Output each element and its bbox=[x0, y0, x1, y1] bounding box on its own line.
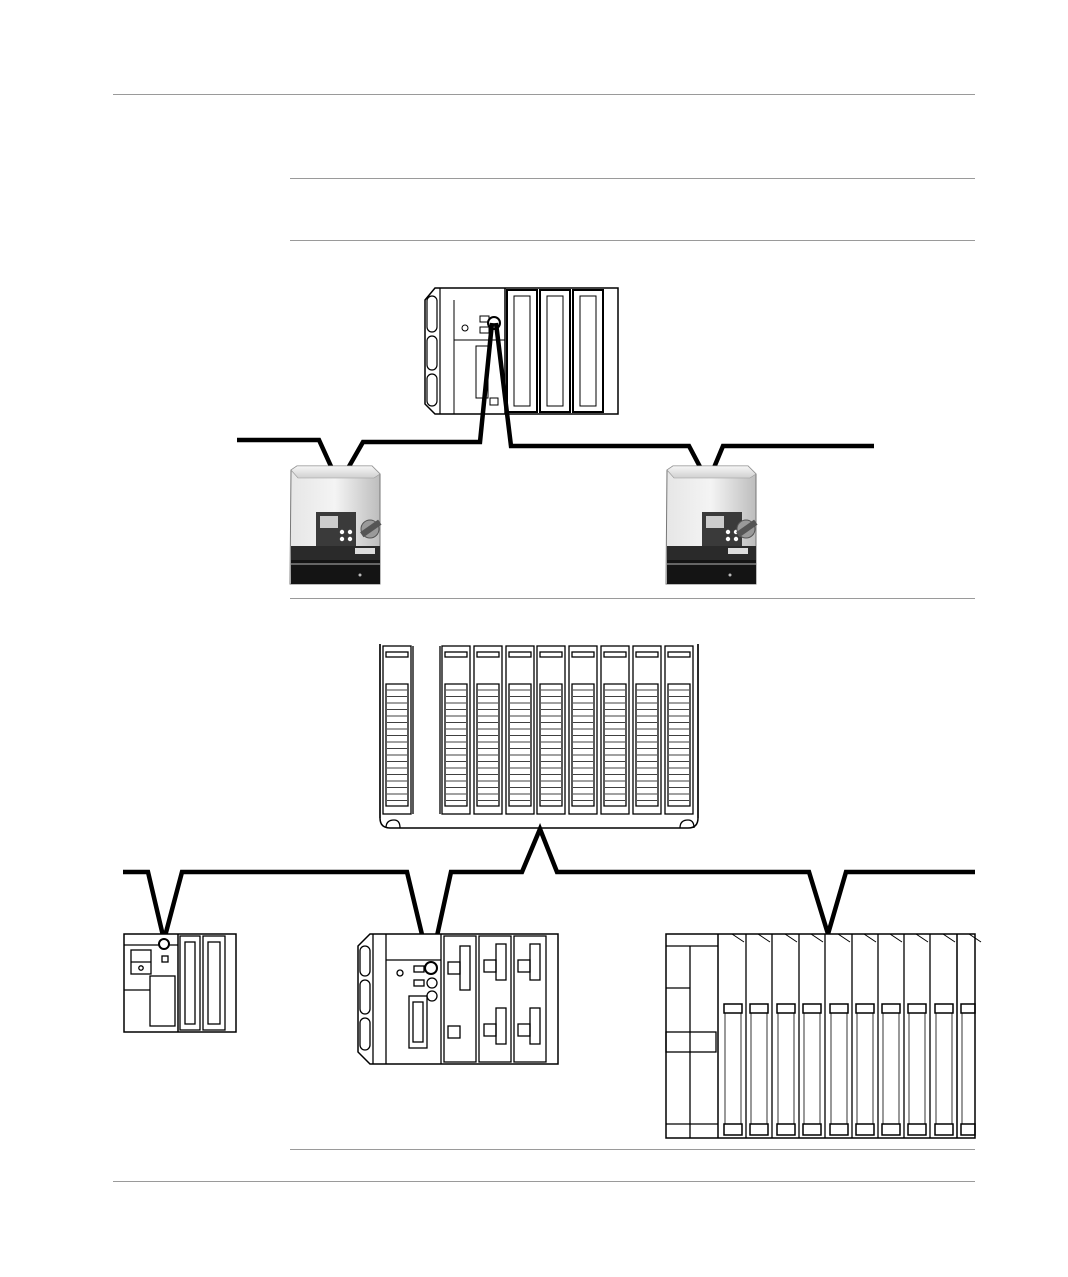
bus-cable-right bbox=[493, 322, 874, 488]
io-module-slot bbox=[441, 645, 471, 815]
io-module-slot bbox=[600, 645, 630, 815]
bus-cable-main bbox=[123, 823, 975, 969]
io-rack-top bbox=[379, 644, 699, 829]
figure-2 bbox=[123, 644, 982, 1139]
figure-1 bbox=[237, 287, 874, 585]
variable-speed-drive-left bbox=[289, 465, 382, 585]
io-module-slot bbox=[536, 645, 566, 815]
io-module-slot bbox=[664, 645, 694, 815]
io-module-slot bbox=[382, 645, 412, 815]
io-module-slot bbox=[568, 645, 598, 815]
io-rack-wide bbox=[665, 933, 982, 1139]
plc-rack-top bbox=[424, 287, 619, 415]
io-module-slot bbox=[505, 645, 535, 815]
compact-plc-rack bbox=[123, 933, 237, 1033]
io-module-slot bbox=[632, 645, 662, 815]
io-module-slot bbox=[473, 645, 503, 815]
variable-speed-drive-right bbox=[665, 465, 758, 585]
modular-plc-rack-bottom bbox=[357, 933, 559, 1065]
bus-cable-left bbox=[237, 322, 495, 489]
